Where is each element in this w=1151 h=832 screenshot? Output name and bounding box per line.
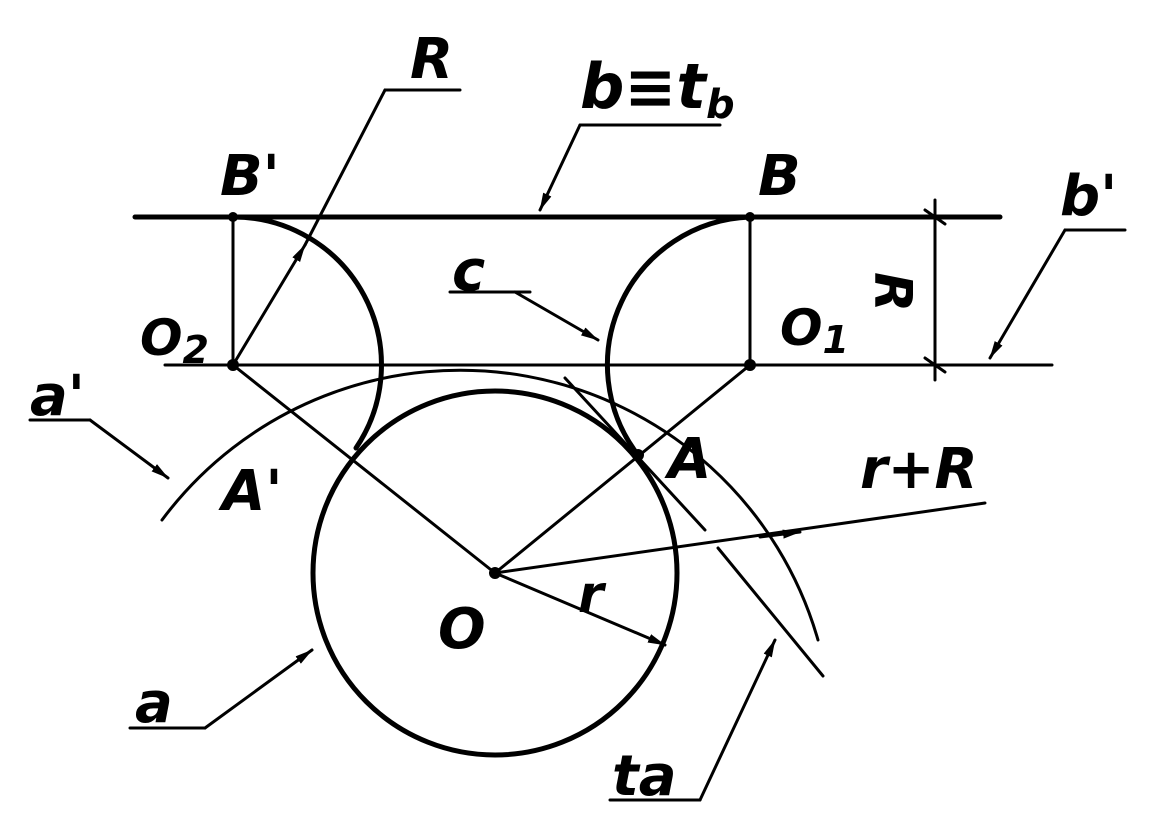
leader-ta [698,638,777,802]
label-b-tb-sub: b [706,82,735,128]
radius-r [493,571,667,647]
label-ta: ta [612,744,677,809]
label-r: r [578,565,607,625]
tangent-ta-lower [716,546,825,678]
label-B: B [758,144,801,209]
label-O1: O1 [780,299,849,362]
radius-r-arrow [758,529,802,539]
label-A-prime: A' [218,459,282,524]
label-O: O [438,597,486,662]
circle-a [310,388,680,758]
label-R-top: R [410,27,453,92]
label-O2-main: O [140,309,183,367]
radius-R-o2 [231,243,307,367]
radius-r-plus-r [493,501,987,575]
segment-o-o1 [493,363,752,575]
label-r-plus-R: r+R [860,437,978,502]
label-A: A [664,427,711,492]
leader-R [303,88,387,247]
label-B-prime: B' [220,144,280,209]
point-b-prime [228,212,238,222]
arc-c [160,368,820,642]
dimension-tick-bottom [923,356,947,374]
arc-o1 [604,214,753,458]
label-b-tb-main: b≡t [580,50,708,123]
point-o1 [744,359,756,371]
label-O2-sub: 2 [183,328,209,372]
leader-a-prime [88,418,170,480]
leader-b [538,123,582,212]
label-b-prime: b' [1060,164,1117,229]
label-O2: O2 [140,309,209,372]
label-O1-sub: 1 [823,318,849,362]
point-o [489,567,501,579]
label-b-tb: b≡tb [580,50,735,128]
leader-a [203,648,314,730]
label-R-dim: R [862,272,922,312]
label-O1-main: O [780,299,823,357]
label-a-prime: a' [30,364,85,429]
arc-o2 [230,214,384,451]
segment-o-o2 [231,363,497,575]
label-c: c [452,239,485,304]
dimension-tick-top [923,208,947,226]
leader-c [513,290,600,342]
point-a [632,449,644,461]
point-b [745,212,755,222]
label-a: a [135,671,173,736]
leader-b-prime [988,228,1067,360]
point-o2 [227,359,239,371]
